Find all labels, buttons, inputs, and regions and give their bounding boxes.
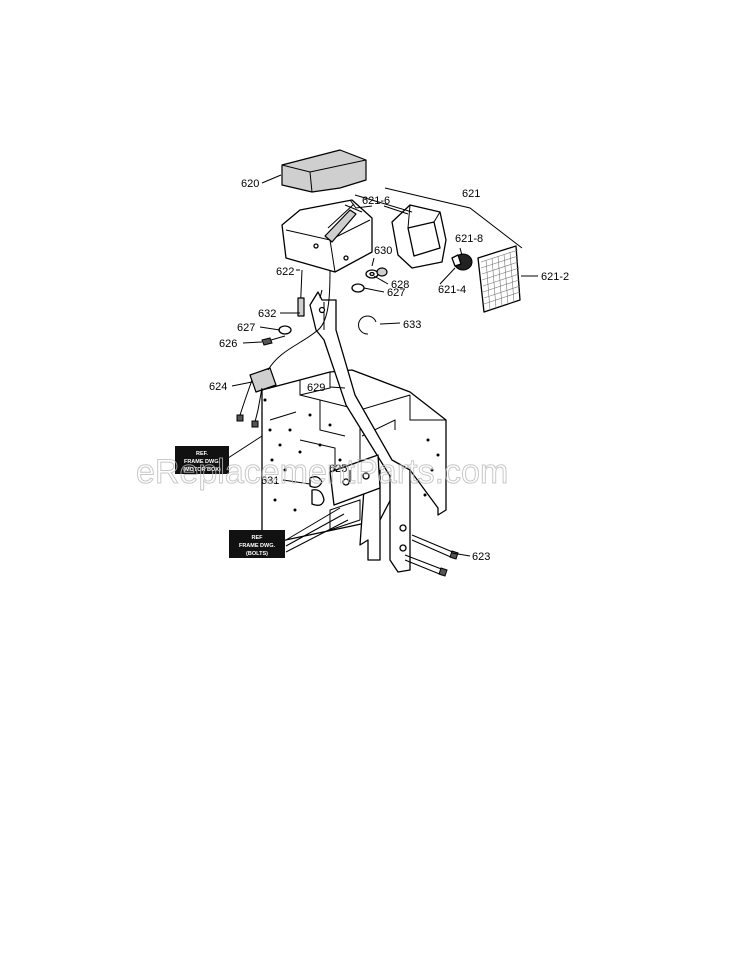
wire-harness: [236, 269, 331, 428]
label-627-upper: 627: [387, 287, 405, 299]
label-625: 625: [329, 463, 347, 475]
label-624: 624: [209, 381, 227, 393]
label-626: 626: [219, 338, 237, 350]
label-620: 620: [241, 178, 259, 190]
label-621-8: 621-8: [455, 233, 483, 245]
label-621-2: 621-2: [541, 271, 569, 283]
label-621-4: 621-4: [438, 284, 466, 296]
light-housing: [281, 199, 373, 273]
ref-tag-motor-box: REF. FRAME DWG. (MOTOR BOX): [175, 446, 229, 474]
mount-bracket: [309, 454, 381, 506]
ref-motor-line1: REF.: [196, 451, 208, 457]
lens: [477, 245, 521, 313]
label-631: 631: [261, 475, 279, 487]
watermark: eReplacementParts.com: [136, 453, 508, 491]
ref-bolts-line1: REF: [252, 535, 264, 541]
ref-bolts-line3: (BOLTS): [246, 551, 268, 557]
label-621-6: 621-6: [362, 195, 390, 207]
ref-motor-line2: FRAME DWG.: [184, 459, 221, 465]
leader-lines: [224, 174, 538, 557]
label-633: 633: [403, 319, 421, 331]
ref-motor-line3: (MOTOR BOX): [183, 467, 221, 473]
label-632: 632: [258, 308, 276, 320]
label-622: 622: [276, 266, 294, 278]
label-623: 623: [472, 551, 490, 563]
label-627-lower: 627: [237, 322, 255, 334]
light-cover: [281, 149, 367, 193]
label-630: 630: [374, 245, 392, 257]
support-arm: [309, 291, 411, 573]
ref-tag-bolts: REF FRAME DWG. (BOLTS): [229, 530, 285, 558]
label-621: 621: [462, 188, 480, 200]
part-labels: 620 621 621-6 621-8 621-4 621-2 622 630 …: [209, 178, 569, 563]
bolts: [404, 534, 459, 577]
lamp-body: [391, 204, 447, 269]
ref-bolts-line2: FRAME DWG.: [239, 543, 276, 549]
label-629: 629: [307, 382, 325, 394]
label-628: 628: [391, 279, 409, 291]
bulb: [451, 253, 473, 271]
hardware: [261, 267, 388, 346]
